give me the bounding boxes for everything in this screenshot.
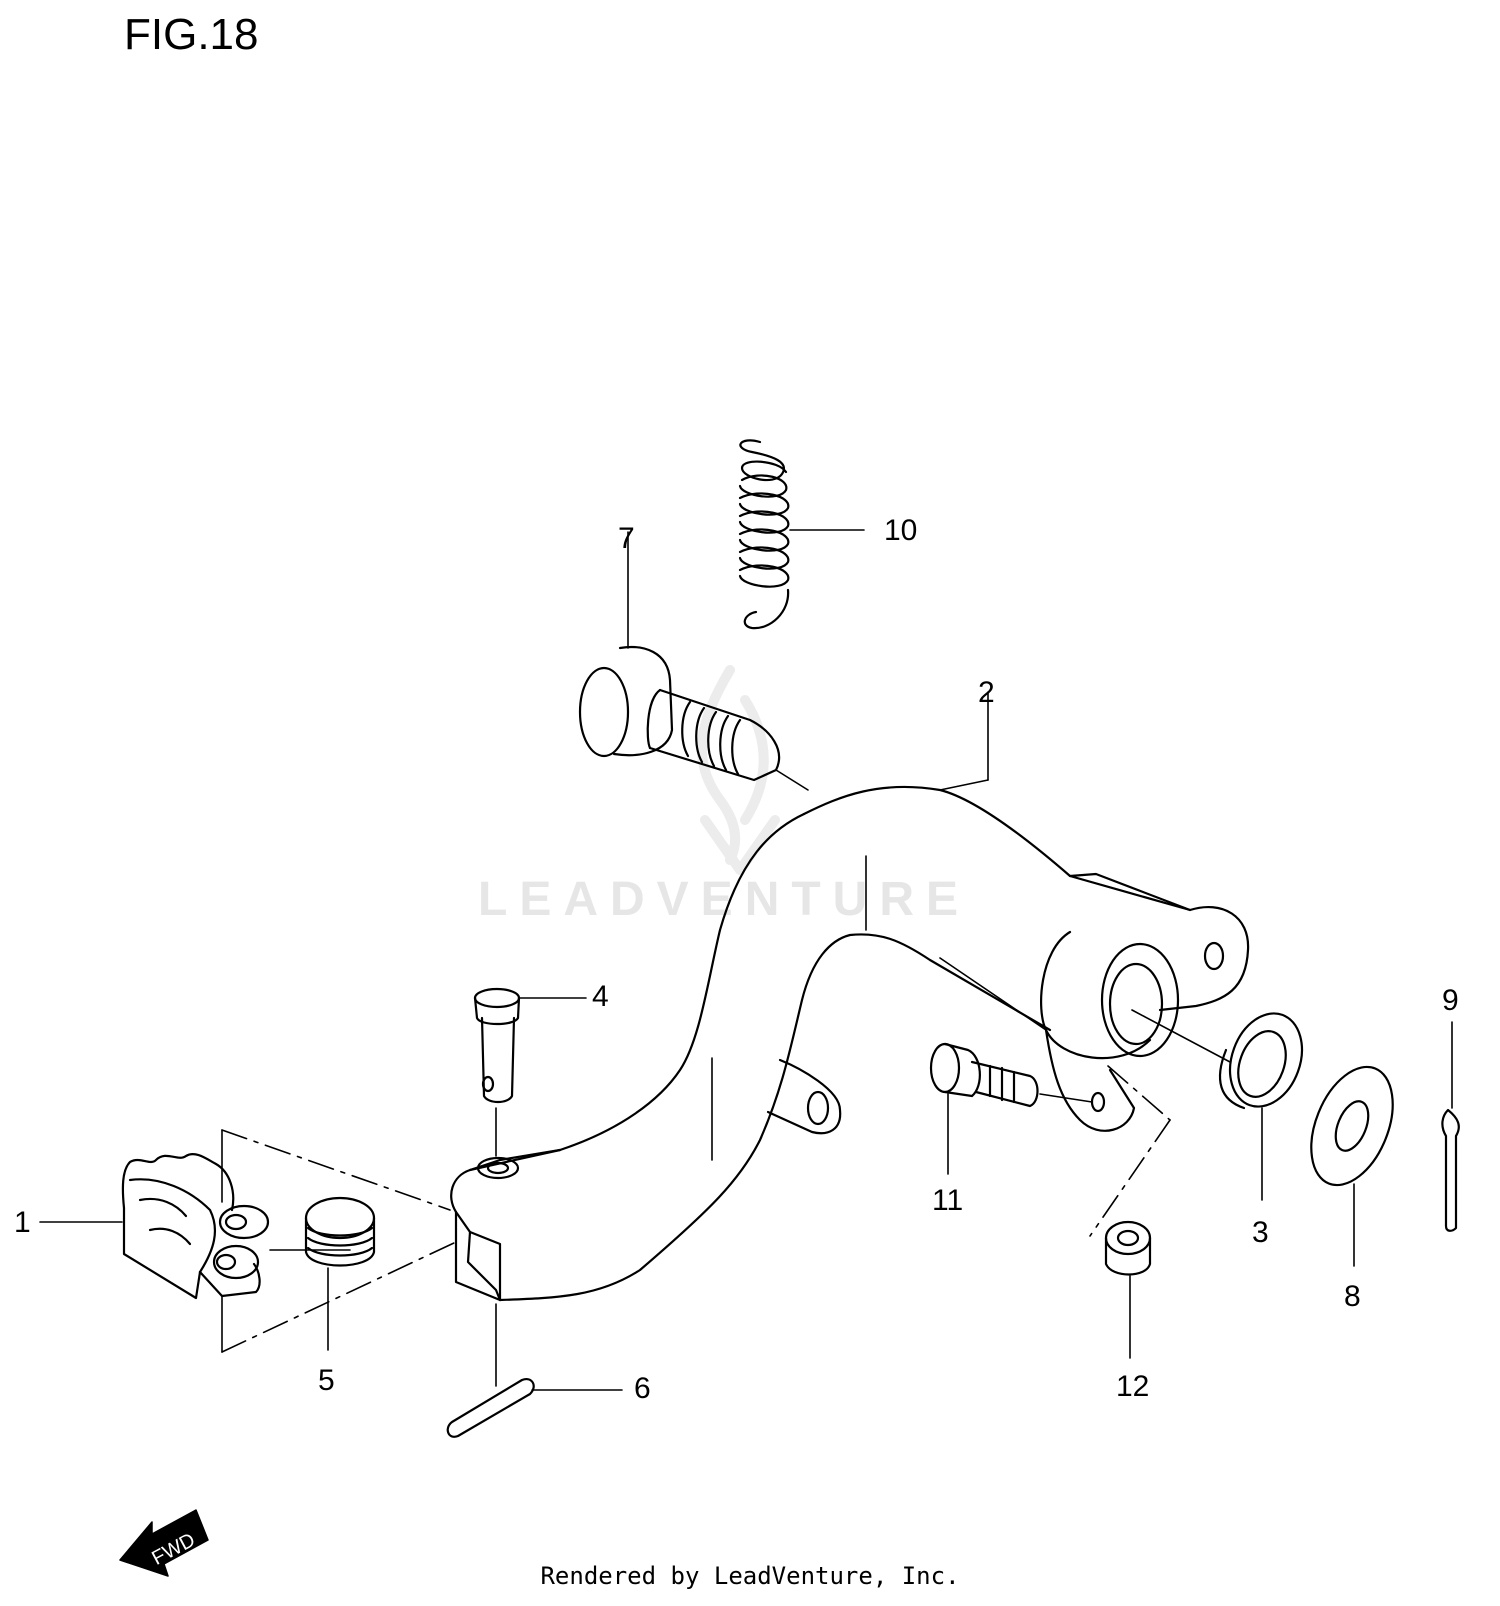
brake-pedal-part-2[interactable] (450, 691, 1250, 1302)
rendered-by-footer: Rendered by LeadVenture, Inc. (540, 1562, 960, 1590)
callout-7: 7 (618, 522, 635, 555)
callout-4: 4 (592, 980, 609, 1013)
callout-2: 2 (978, 676, 995, 709)
callout-11: 11 (932, 1184, 964, 1217)
callout-5: 5 (318, 1364, 335, 1397)
alignment-lines (221, 957, 1231, 1353)
watermark-text: LEADVENTURE (478, 873, 971, 926)
bolt-part-11[interactable] (929, 1042, 1039, 1175)
spring-part-10[interactable] (738, 439, 865, 630)
clevis-part-1[interactable] (39, 1153, 270, 1300)
figure-title: FIG.18 (124, 10, 259, 59)
callout-10: 10 (884, 514, 918, 547)
nut-part-5[interactable] (304, 1196, 376, 1351)
callout-12: 12 (1116, 1370, 1150, 1403)
callout-1: 1 (14, 1206, 31, 1239)
seal-part-3[interactable] (1218, 1003, 1315, 1201)
watermark-logo (696, 665, 780, 875)
callout-6: 6 (634, 1372, 651, 1405)
callout-9: 9 (1442, 984, 1459, 1017)
callout-3: 3 (1252, 1216, 1269, 1249)
pivot-bolt-part-7[interactable] (578, 531, 809, 791)
cotter-pin-part-9[interactable] (1441, 1021, 1460, 1232)
clevis-pin-part-4[interactable] (473, 987, 587, 1157)
callout-8: 8 (1344, 1280, 1361, 1313)
washer-part-8[interactable] (1295, 1055, 1408, 1267)
nut-part-12[interactable] (1104, 1220, 1152, 1359)
cotter-pin-part-6[interactable] (446, 1303, 623, 1438)
